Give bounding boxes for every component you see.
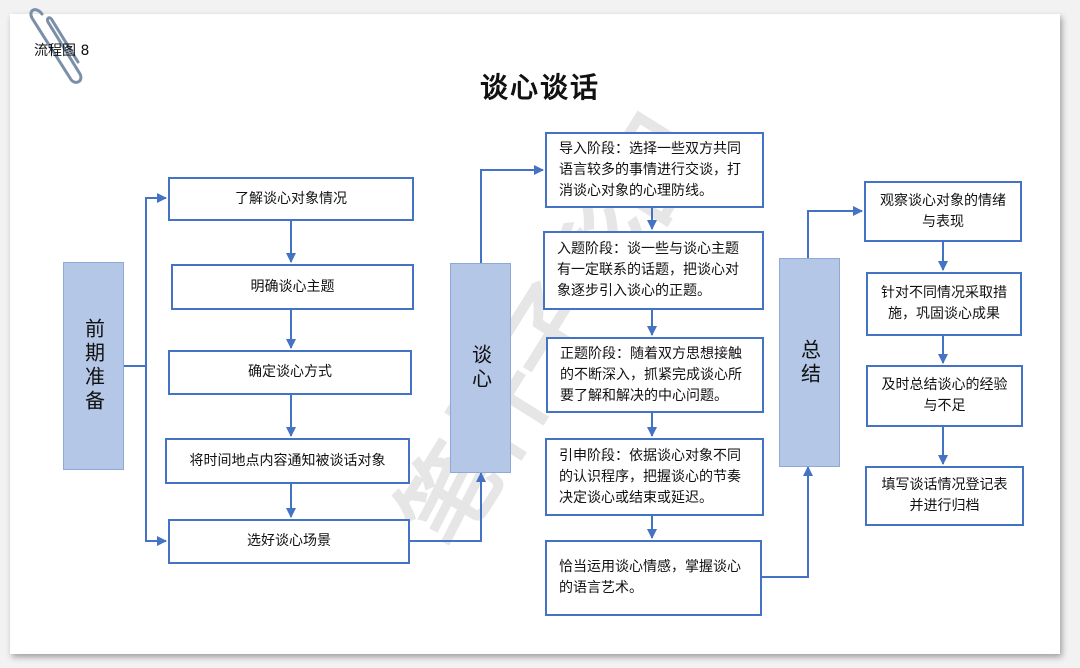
summary-step-box: 观察谈心对象的情绪与表现	[864, 181, 1022, 242]
summary-step-box: 及时总结谈心的经验与不足	[866, 365, 1023, 427]
arrow-prep-to-step5	[145, 366, 167, 546]
arrow-prep-to-step1	[124, 193, 167, 367]
summary-step-box: 针对不同情况采取措施，巩固谈心成果	[866, 272, 1022, 336]
talk-step-box: 引申阶段：依据谈心对象不同的认识程序，把握谈心的节奏决定谈心或结束或延迟。	[545, 438, 764, 516]
arrow-art-to-summary	[762, 466, 813, 578]
prep-step-box: 明确谈心主题	[171, 264, 414, 310]
arrow-summary-to-observe	[807, 206, 863, 258]
stage-prep: 前期准备	[63, 262, 124, 470]
talk-step-box: 入题阶段：谈一些与谈心主题有一定联系的话题，把谈心对象逐步引入谈心的正题。	[543, 231, 764, 310]
stage-summary: 总结	[779, 258, 840, 467]
stage-talk: 谈心	[450, 263, 511, 473]
prep-step-box: 确定谈心方式	[168, 350, 412, 395]
figure-tag: 流程图 8	[34, 43, 90, 59]
talk-step-box: 正题阶段：随着双方思想接触的不断深入，抓紧完成谈心所要了解和解决的中心问题。	[546, 337, 764, 413]
stage-prep-label: 前期准备	[81, 318, 106, 414]
prep-step-box: 将时间地点内容通知被谈话对象	[165, 438, 410, 484]
diagram-title: 谈心谈话	[479, 71, 600, 104]
talk-step-box: 恰当运用谈心情感，掌握谈心的语言艺术。	[545, 540, 762, 616]
prep-step-box: 选好谈心场景	[168, 519, 410, 564]
summary-step-box: 填写谈话情况登记表并进行归档	[865, 466, 1024, 526]
arrow-talk-to-intro	[480, 165, 544, 263]
stage-summary-label: 总结	[797, 338, 822, 387]
prep-step-box: 了解谈心对象情况	[168, 177, 414, 221]
paperclip-icon	[29, 8, 83, 84]
stage-talk-label: 谈心	[468, 344, 493, 392]
talk-step-box: 导入阶段：选择一些双方共同语言较多的事情进行交谈，打消谈心对象的心理防线。	[545, 132, 764, 208]
arrow-scene-to-talk	[410, 472, 486, 542]
